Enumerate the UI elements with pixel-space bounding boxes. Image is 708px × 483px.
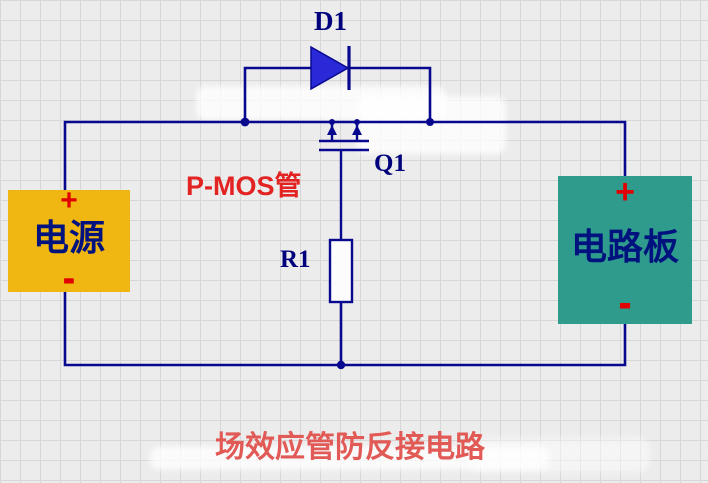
junction-dots (240, 117, 434, 370)
mosfet-label: Q1 (374, 150, 406, 177)
wire-diode-branch (243, 66, 432, 122)
plus-sign: + (60, 184, 78, 217)
circuit-board-label: 电路板 (570, 225, 679, 267)
wire-top-rail (63, 120, 627, 190)
mosfet-type-label: P-MOS管 (186, 171, 302, 201)
minus-sign: - (62, 253, 76, 302)
power-source-box: + 电源 - (8, 184, 130, 302)
resistor-label: R1 (280, 246, 311, 273)
power-source-label: 电源 (32, 217, 105, 258)
diode-label: D1 (314, 6, 347, 36)
circuit-board-box: + 电路板 - (558, 173, 692, 329)
resistor-icon (328, 238, 354, 365)
mosfet-icon (319, 122, 369, 240)
diode-icon (310, 45, 351, 91)
minus-sign: - (618, 277, 632, 329)
plus-sign: + (615, 173, 635, 211)
circuit-title: 场效应管防反接电路 (215, 431, 485, 464)
